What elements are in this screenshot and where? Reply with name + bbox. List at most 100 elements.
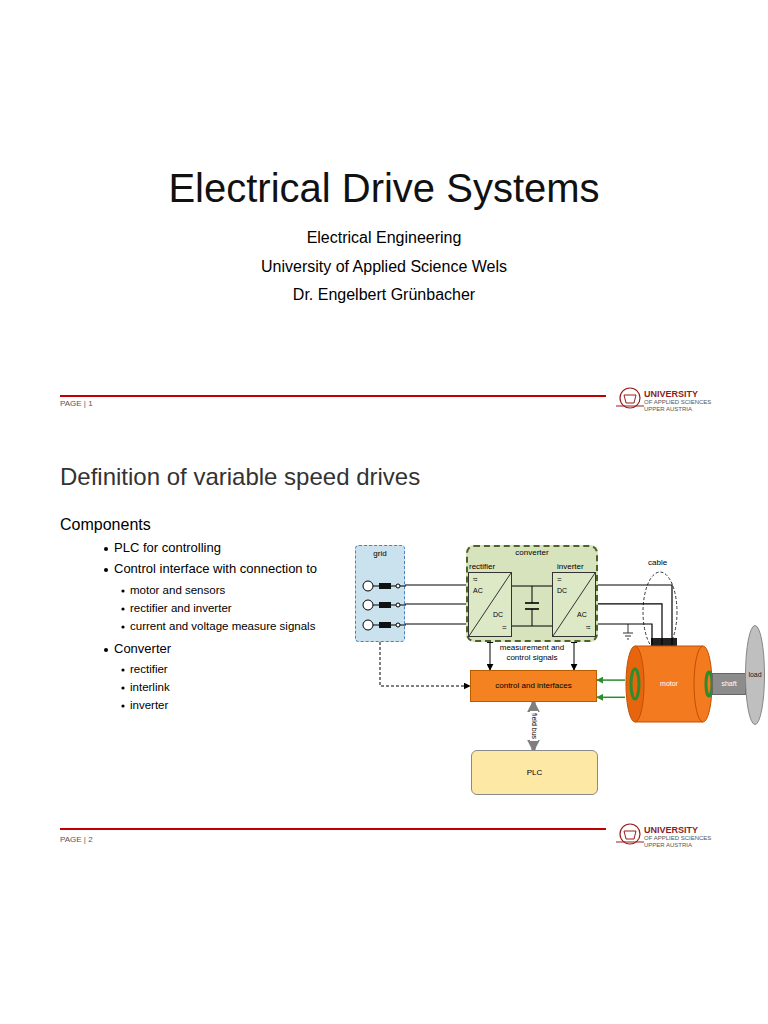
text-label: Definition of variable speed drives <box>60 463 420 491</box>
drawing-part <box>625 636 631 637</box>
diagonal <box>469 573 511 636</box>
connector-line <box>596 624 652 645</box>
text-label: interlink <box>130 681 170 694</box>
text-label: motor and sensors <box>130 584 225 597</box>
symbol-label: DC <box>557 587 567 595</box>
node-label: converter <box>515 548 548 557</box>
text-label: Converter <box>114 642 171 657</box>
text-label: OF APPLIED SCIENCES <box>644 399 711 406</box>
terminal-box <box>651 638 677 646</box>
bullet-dot <box>121 686 124 689</box>
drawing-part <box>616 842 644 843</box>
wire <box>400 625 406 626</box>
text-label: rectifier <box>130 663 168 676</box>
symbol-label: DC <box>493 611 503 619</box>
drawing-part <box>620 388 640 408</box>
text-label: UPPER AUSTRIA <box>644 406 692 413</box>
bullet-dot <box>121 625 124 628</box>
text-label: PAGE | 1 <box>60 399 93 408</box>
connector-line <box>405 584 468 585</box>
drawing-part <box>624 395 636 403</box>
drawing-part <box>623 633 633 634</box>
wire <box>532 609 533 626</box>
motor-face <box>626 646 644 722</box>
text-label: UNIVERSITY <box>644 389 698 399</box>
grid-symbols <box>356 546 406 643</box>
wire <box>373 586 379 587</box>
drawing-part <box>620 824 640 844</box>
drawing-part <box>624 831 636 839</box>
motor: motor <box>625 645 713 723</box>
impedance-symbol <box>379 602 391 608</box>
motor-edge <box>635 646 703 647</box>
grid-box: grid <box>355 545 405 642</box>
connector-line <box>380 642 470 686</box>
text-label: University of Applied Science Wels <box>0 258 768 276</box>
logo-crest <box>616 388 644 408</box>
terminal <box>396 603 400 607</box>
bullet-dot <box>104 568 108 572</box>
bullet-dot <box>121 668 124 671</box>
text-label: Control interface with connection to <box>114 562 317 577</box>
text-label: current and voltage measure signals <box>130 620 315 633</box>
text-label: UNIVERSITY <box>644 825 698 835</box>
symbol-label: AC <box>577 611 587 619</box>
converter-box: converterrectifier≈ACDC=inverter=DCAC≈ <box>466 545 598 642</box>
bullet-dot <box>121 607 124 610</box>
wire <box>373 605 379 606</box>
node-label: PLC <box>527 768 543 777</box>
source-symbol <box>363 620 373 630</box>
sensor-line <box>597 680 625 697</box>
source-symbol <box>363 581 373 591</box>
shaft: shaft <box>712 673 746 695</box>
text-label: Electrical Engineering <box>0 229 768 247</box>
text-label: measurement and control signals <box>495 643 569 662</box>
drawing-part <box>627 639 629 640</box>
text-label: PLC for controlling <box>114 541 221 556</box>
ground-symbol <box>623 624 633 639</box>
text-label: PAGE | 2 <box>60 835 93 844</box>
rectifier-box: rectifier≈ACDC= <box>468 572 512 637</box>
wire <box>400 586 406 587</box>
text-label: rectifier and inverter <box>130 602 232 615</box>
bullet-dot <box>121 704 124 707</box>
connector-line <box>597 679 625 681</box>
drawing-part <box>628 624 629 633</box>
motor-end <box>694 646 712 722</box>
slide-title: Electrical Drive Systems <box>0 165 768 211</box>
capacitor-plate <box>525 602 539 604</box>
node-label: inverter <box>557 562 584 571</box>
terminal <box>396 623 400 627</box>
text-label: inverter <box>130 699 168 712</box>
node-label: load <box>748 671 761 679</box>
connector-line <box>597 697 625 699</box>
symbol-label: = <box>557 575 562 584</box>
connector-line <box>405 603 468 604</box>
control-box: control and interfaces <box>470 670 597 702</box>
motor-cylinder <box>635 646 703 722</box>
connector-line <box>596 604 662 645</box>
impedance-symbol <box>379 583 391 589</box>
wire <box>391 586 396 587</box>
drawing-part <box>616 406 644 407</box>
capacitor-plate <box>525 608 539 610</box>
logo-crest <box>616 824 644 844</box>
node-label: rectifier <box>469 562 495 571</box>
power-line <box>405 585 468 624</box>
text-label: UPPER AUSTRIA <box>644 842 692 849</box>
connector-line <box>405 623 468 624</box>
wire <box>391 605 396 606</box>
motor-edge <box>635 722 703 723</box>
motor-cable <box>596 585 672 645</box>
bullet-dot <box>104 547 108 551</box>
text-label: OF APPLIED SCIENCES <box>644 835 711 842</box>
impedance-symbol <box>379 622 391 628</box>
text-label: cable <box>648 558 667 567</box>
divider-line <box>60 395 606 397</box>
inverter-box: inverter=DCAC≈ <box>552 572 596 637</box>
connector-line <box>596 585 672 645</box>
wire <box>532 586 533 603</box>
load-ellipse <box>746 626 765 725</box>
wire <box>373 625 379 626</box>
